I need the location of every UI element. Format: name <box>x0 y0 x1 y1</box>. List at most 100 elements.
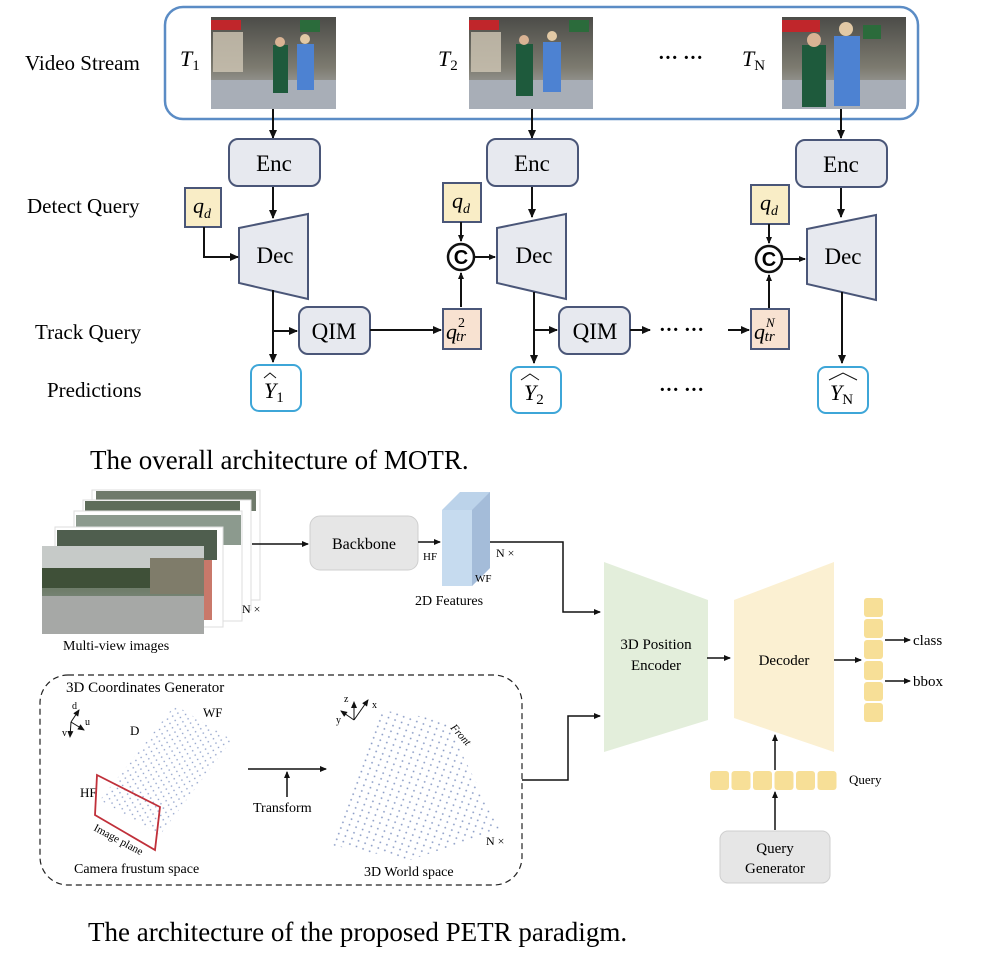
output-class-label: class <box>913 633 942 649</box>
arrow-coords-encoder <box>522 713 601 781</box>
detect-query-n: qd <box>750 184 790 225</box>
frame-ellipsis: ··· ··· <box>658 47 703 69</box>
features-label: 2D Features <box>415 594 483 609</box>
output-token <box>864 598 883 617</box>
query-token <box>710 771 729 790</box>
query-token <box>731 771 751 790</box>
svg-text:y: y <box>336 715 341 726</box>
svg-text:Query: Query <box>756 841 794 857</box>
encoder-block-n: Enc <box>795 139 888 188</box>
svg-text:Decoder: Decoder <box>759 653 810 669</box>
image-plane <box>94 773 161 852</box>
svg-text:C: C <box>762 249 776 271</box>
arrow-features-encoder <box>490 541 601 615</box>
feature-map <box>442 492 490 586</box>
svg-text:x: x <box>372 700 377 711</box>
prediction-ellipsis: ··· ··· <box>659 379 704 401</box>
decoder-block-1: Dec <box>238 212 309 301</box>
depth-label: D <box>130 723 139 738</box>
motr-caption: The overall architecture of MOTR. <box>90 445 469 475</box>
world-n-times: N × <box>486 834 504 848</box>
world-space-label: 3D World space <box>364 865 454 880</box>
svg-text:qd: qd <box>452 188 471 217</box>
frame-label-tn: TN <box>742 46 765 74</box>
svg-text:v: v <box>62 728 67 739</box>
world-space-points <box>330 710 500 860</box>
decoder-label: Dec <box>824 244 861 269</box>
encoder-block-1: Enc <box>228 138 321 187</box>
camera-space-label: Camera frustum space <box>74 862 199 877</box>
encoder-label: Enc <box>256 151 292 176</box>
feature-wf-label: WF <box>475 573 492 585</box>
query-token <box>817 771 837 790</box>
concat-node-n: C <box>754 224 806 308</box>
svg-text:Generator: Generator <box>745 861 805 877</box>
frame-label-t1: T1 <box>180 46 200 74</box>
qim-block-2: QIM <box>558 306 631 355</box>
prediction-1: Y1 <box>250 364 302 412</box>
output-token <box>864 682 883 701</box>
feature-n-times: N × <box>496 546 514 560</box>
output-token <box>864 661 883 680</box>
svg-text:u: u <box>85 717 90 728</box>
qim-label: QIM <box>573 319 618 344</box>
decoder-label: Dec <box>256 243 293 268</box>
decoder-label: Dec <box>515 243 552 268</box>
query-generator: Query Generator <box>719 830 831 884</box>
qim-block-1: QIM <box>298 306 371 355</box>
coords-generator-title: 3D Coordinates Generator <box>66 680 224 696</box>
svg-text:z: z <box>344 694 349 705</box>
concat-node-2: C <box>446 222 496 307</box>
svg-text:3D Position: 3D Position <box>620 637 692 653</box>
svg-text:Y2: Y2 <box>524 380 544 408</box>
position-encoder: 3D Position Encoder <box>604 562 708 752</box>
arrow-qd1-dec <box>203 227 239 261</box>
decoder-block-n: Dec <box>806 213 877 302</box>
world-axes-icon: z x y <box>336 694 377 726</box>
camera-frustum-points <box>100 705 232 835</box>
camera-axes-icon: d u v <box>62 701 90 739</box>
video-frame-n <box>782 17 906 109</box>
multi-view-images <box>42 489 261 634</box>
qim-label: QIM <box>312 319 357 344</box>
output-token <box>864 703 883 722</box>
query-token <box>796 771 815 790</box>
svg-text:Y1: Y1 <box>264 378 284 406</box>
coords-generator-container <box>39 674 523 886</box>
transform-label: Transform <box>253 801 312 816</box>
prediction-n: YN <box>817 366 869 414</box>
query-token <box>774 771 794 790</box>
output-token <box>864 640 883 659</box>
encoder-label: Enc <box>514 151 550 176</box>
petr-decoder: Decoder <box>734 562 834 752</box>
detect-query-2: qd <box>442 182 482 223</box>
svg-text:qd: qd <box>193 193 212 222</box>
frustum-wf-label: WF <box>203 705 223 720</box>
petr-caption: The architecture of the proposed PETR pa… <box>88 917 627 947</box>
row-label-detect-query: Detect Query <box>27 194 140 218</box>
output-token <box>864 619 883 638</box>
svg-text:Encoder: Encoder <box>631 658 681 674</box>
frustum-hf-label: HF <box>80 785 97 800</box>
backbone-label: Backbone <box>332 536 396 553</box>
feature-hf-label: HF <box>423 551 437 563</box>
query-tokens <box>710 771 837 790</box>
decoder-block-2: Dec <box>496 212 567 301</box>
detect-query-1: qd <box>184 187 222 228</box>
multiview-n-times: N × <box>242 602 260 616</box>
video-frame-1 <box>211 17 336 109</box>
track-ellipsis: ··· ··· <box>659 319 704 341</box>
query-token <box>753 771 772 790</box>
row-label-video-stream: Video Stream <box>25 51 140 75</box>
svg-text:qd: qd <box>760 190 779 219</box>
svg-text:YN: YN <box>830 380 853 408</box>
row-label-track-query: Track Query <box>35 320 141 344</box>
encoder-block-2: Enc <box>486 138 579 187</box>
frame-label-t2: T2 <box>438 46 458 74</box>
multiview-label: Multi-view images <box>63 639 169 654</box>
